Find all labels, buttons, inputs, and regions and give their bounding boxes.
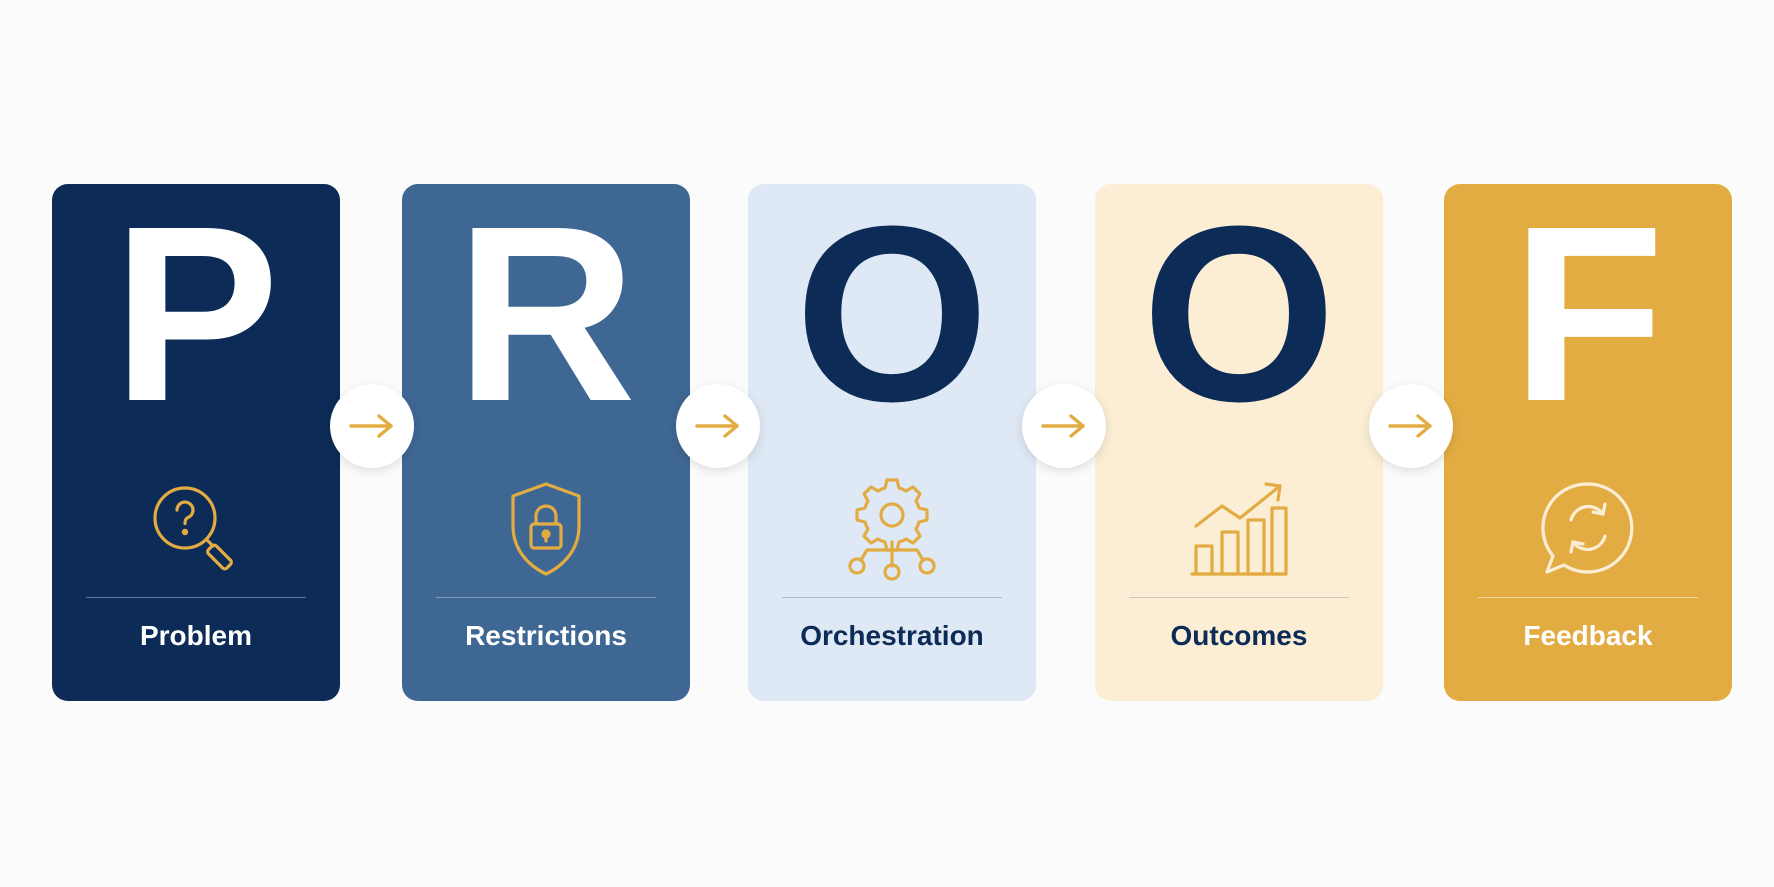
chat-refresh-icon — [1533, 474, 1643, 584]
card-restrictions: R Restrictions — [402, 184, 690, 701]
card-outcomes: O Outcomes — [1095, 184, 1383, 701]
card-label: Problem — [139, 620, 253, 651]
card-label: Restrictions — [465, 620, 627, 651]
card-letter: O — [794, 174, 990, 453]
bar-chart-growth-icon — [1184, 474, 1294, 584]
card-orchestration: O Orchestration — [748, 184, 1036, 701]
card-letter: P — [112, 174, 280, 453]
card-divider — [436, 597, 656, 598]
card-label: Feedback — [1523, 620, 1653, 651]
connector-arrow-1 — [330, 384, 414, 468]
card-divider — [86, 597, 306, 598]
connector-arrow-4 — [1369, 384, 1453, 468]
arrow-right-icon — [349, 414, 393, 438]
arrow-right-icon — [1041, 414, 1085, 438]
card-divider — [782, 597, 1002, 598]
card-letter: R — [455, 174, 637, 453]
card-letter: O — [1141, 174, 1337, 453]
connector-arrow-2 — [676, 384, 760, 468]
magnifier-question-icon — [141, 474, 251, 584]
arrow-right-icon — [695, 414, 739, 438]
card-label: Orchestration — [800, 620, 984, 651]
gear-network-icon — [837, 474, 947, 584]
card-divider — [1129, 597, 1349, 598]
card-letter: F — [1511, 174, 1665, 453]
arrow-right-icon — [1388, 414, 1432, 438]
shield-lock-icon — [491, 474, 601, 584]
connector-arrow-3 — [1022, 384, 1106, 468]
card-feedback: F Feedback — [1444, 184, 1732, 701]
card-problem: P Problem — [52, 184, 340, 701]
card-label: Outcomes — [1170, 620, 1308, 651]
card-divider — [1478, 597, 1698, 598]
